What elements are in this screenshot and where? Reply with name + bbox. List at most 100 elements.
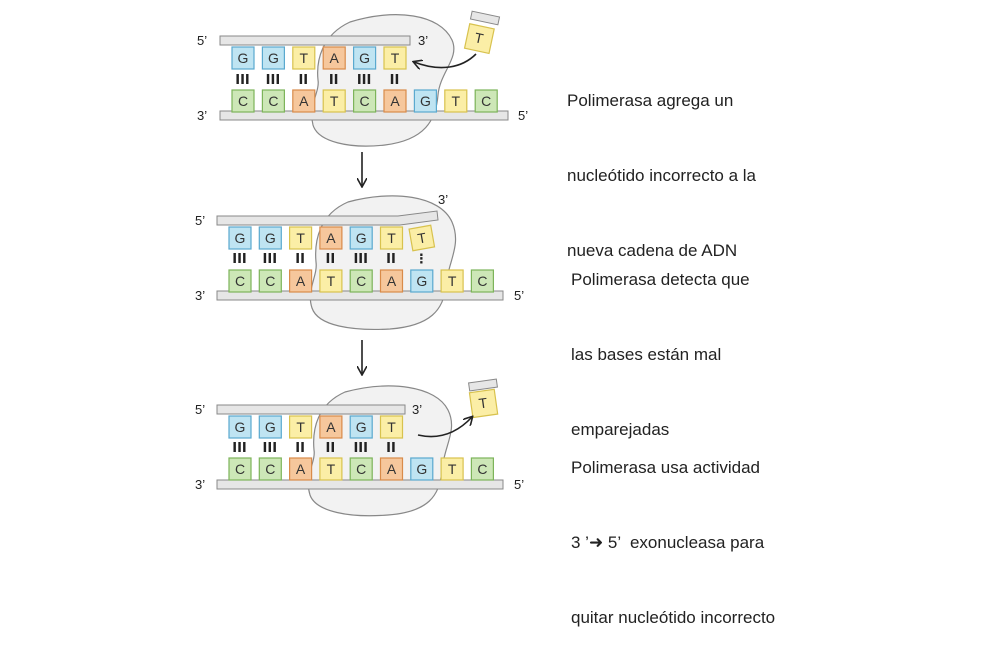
base-G: G xyxy=(258,415,282,439)
svg-text:T: T xyxy=(391,50,400,66)
svg-text:G: G xyxy=(416,461,427,477)
base-T: T xyxy=(319,269,343,293)
svg-text:C: C xyxy=(477,273,487,289)
base-A: A xyxy=(319,415,343,439)
description-line: Polimerasa detecta que xyxy=(571,270,750,289)
label-3-prime-bottom: 3’ xyxy=(195,477,205,492)
svg-text:G: G xyxy=(238,50,249,66)
svg-text:T: T xyxy=(448,273,457,289)
svg-text:A: A xyxy=(326,230,336,246)
label-3-prime-bottom: 3’ xyxy=(197,108,207,123)
base-T: T xyxy=(289,415,313,439)
svg-text:T: T xyxy=(327,273,336,289)
svg-text:T: T xyxy=(387,230,396,246)
svg-text:T: T xyxy=(473,29,485,47)
svg-text:G: G xyxy=(265,230,276,246)
description-line: las bases están mal xyxy=(571,345,722,364)
base-A: A xyxy=(319,226,343,250)
hydrogen-bond: II xyxy=(386,441,396,456)
description-line: quitar nucleótido incorrecto xyxy=(571,608,776,627)
svg-text:A: A xyxy=(387,273,397,289)
hydrogen-bond: II xyxy=(295,252,305,267)
base-G: G xyxy=(353,46,377,70)
base-T: T xyxy=(379,415,404,439)
hydrogen-bond: III xyxy=(266,73,281,88)
svg-text:C: C xyxy=(268,93,278,109)
base-G: G xyxy=(228,226,252,250)
svg-text:C: C xyxy=(265,461,275,477)
base-T: T xyxy=(444,89,468,113)
svg-text:G: G xyxy=(235,230,246,246)
base-T: T xyxy=(440,269,464,293)
base-T: T xyxy=(379,226,404,250)
step-2-description: Polimerasa detecta que las bases están m… xyxy=(571,217,750,467)
step-3-description: Polimerasa usa actividad 3 ’➜ 5’ exonucl… xyxy=(571,405,775,655)
hydrogen-bond: III xyxy=(353,441,368,456)
hydrogen-bond: III xyxy=(357,73,372,88)
svg-text:A: A xyxy=(330,50,340,66)
base-C: C xyxy=(349,457,373,481)
hydrogen-bond: II xyxy=(390,73,400,88)
svg-text:T: T xyxy=(330,93,339,109)
base-G: G xyxy=(231,46,255,70)
description-line: nueva cadena de ADN xyxy=(567,241,738,260)
svg-text:G: G xyxy=(235,419,246,435)
base-C: C xyxy=(474,89,498,113)
label-5-prime-top: 5’ xyxy=(197,33,207,48)
svg-text:A: A xyxy=(296,273,306,289)
base-C: C xyxy=(231,89,255,113)
description-line: 3 ’➜ 5’ exonucleasa para xyxy=(571,533,765,552)
hydrogen-bond: III xyxy=(353,252,368,267)
label-3-prime-top: 3’ xyxy=(412,402,422,417)
base-G: G xyxy=(413,89,437,113)
base-A: A xyxy=(289,457,313,481)
label-3-prime-top: 3’ xyxy=(418,33,428,48)
svg-text:C: C xyxy=(356,273,366,289)
hydrogen-bond: III xyxy=(235,73,250,88)
hydrogen-bond: III xyxy=(263,441,278,456)
base-A: A xyxy=(289,269,313,293)
step-1-description: Polimerasa agrega un nucleótido incorrec… xyxy=(567,38,756,288)
svg-text:T: T xyxy=(387,419,396,435)
svg-text:A: A xyxy=(387,461,397,477)
base-T: T xyxy=(292,46,316,70)
hydrogen-bond: II xyxy=(326,252,336,267)
svg-text:C: C xyxy=(356,461,366,477)
base-G: G xyxy=(349,415,373,439)
base-G: G xyxy=(261,46,285,70)
base-A: A xyxy=(383,89,407,113)
description-line: Polimerasa agrega un xyxy=(567,91,734,110)
base-G: G xyxy=(258,226,282,250)
base-C: C xyxy=(353,89,377,113)
hydrogen-bond: II xyxy=(329,73,339,88)
svg-text:G: G xyxy=(420,93,431,109)
svg-text:A: A xyxy=(299,93,309,109)
base-T: T xyxy=(319,457,343,481)
top-strand xyxy=(216,404,406,415)
hydrogen-bond: III xyxy=(232,441,247,456)
base-T: T xyxy=(408,224,436,252)
hydrogen-bond: ⋮ xyxy=(415,252,428,267)
hydrogen-bond: II xyxy=(295,441,305,456)
base-G: G xyxy=(349,226,373,250)
description-line: nucleótido incorrecto a la xyxy=(567,166,757,185)
svg-text:G: G xyxy=(359,50,370,66)
base-C: C xyxy=(228,457,252,481)
hydrogen-bond: II xyxy=(386,252,396,267)
base-C: C xyxy=(349,269,373,293)
svg-text:T: T xyxy=(327,461,336,477)
hydrogen-bond: II xyxy=(298,73,308,88)
base-T: T xyxy=(322,89,346,113)
svg-text:C: C xyxy=(235,273,245,289)
top-strand xyxy=(219,35,411,46)
svg-text:T: T xyxy=(300,50,309,66)
hydrogen-bond: III xyxy=(263,252,278,267)
incoming-nucleotide: T xyxy=(463,10,501,55)
hydrogen-bond: II xyxy=(326,441,336,456)
svg-text:C: C xyxy=(238,93,248,109)
svg-text:G: G xyxy=(268,50,279,66)
